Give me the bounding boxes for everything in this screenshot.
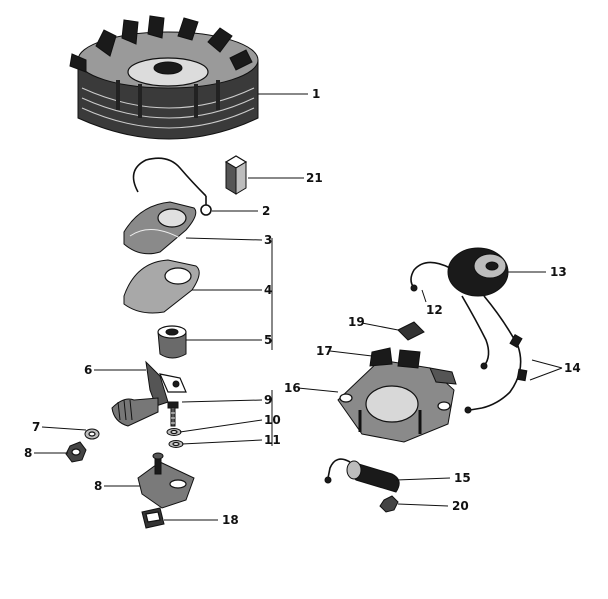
part-washer-11 [168, 440, 184, 448]
part-cover [123, 201, 197, 255]
part-clip-18 [141, 507, 165, 529]
part-nut-20 [379, 495, 399, 513]
callout-3: 3 [264, 233, 272, 247]
callout-2: 2 [262, 204, 270, 218]
callout-1: 1 [312, 87, 320, 101]
part-screw-9 [167, 401, 179, 427]
callout-8-nut: 8 [24, 446, 32, 460]
part-flywheel [69, 15, 259, 140]
leader-lines [34, 93, 563, 521]
part-key [224, 155, 248, 195]
part-bracket-8 [137, 452, 195, 509]
part-coil [447, 247, 509, 297]
part-condenser [324, 458, 400, 493]
callout-18: 18 [222, 513, 239, 527]
part-washer-10 [166, 428, 182, 436]
callout-labels: 1 2 3 4 5 6 7 8 9 10 11 8 18 21 13 12 14… [24, 87, 581, 527]
callout-17: 17 [316, 344, 333, 358]
part-breaker-arm [111, 360, 187, 427]
callout-19: 19 [348, 315, 365, 329]
callout-21: 21 [306, 171, 323, 185]
callout-15: 15 [454, 471, 471, 485]
callout-20: 20 [452, 499, 469, 513]
callout-4: 4 [264, 283, 272, 297]
callout-8-bracket: 8 [94, 479, 102, 493]
part-stator-plate [337, 347, 457, 443]
callout-5: 5 [264, 333, 272, 347]
callout-9: 9 [264, 393, 272, 407]
part-gasket [123, 259, 200, 314]
callout-10: 10 [264, 413, 281, 427]
callout-6: 6 [84, 363, 92, 377]
callout-11: 11 [264, 433, 281, 447]
part-cam [157, 325, 187, 359]
part-clip-19 [397, 321, 425, 341]
callout-14: 14 [564, 361, 581, 375]
part-nut-8 [65, 441, 87, 463]
callout-7: 7 [32, 420, 40, 434]
part-wire-2 [132, 157, 212, 216]
callout-13: 13 [550, 265, 567, 279]
part-wires [410, 261, 528, 414]
callout-12: 12 [426, 303, 443, 317]
callout-16: 16 [284, 381, 301, 395]
part-washer-7 [84, 428, 100, 440]
